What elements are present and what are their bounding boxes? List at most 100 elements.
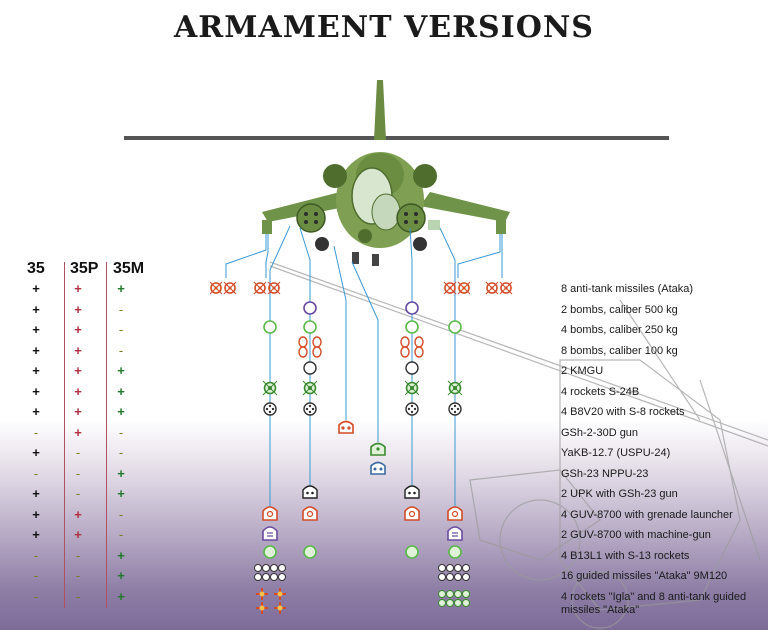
left-wheel [315, 237, 329, 251]
column-divider-2 [106, 262, 107, 608]
matrix-cell: + [117, 404, 125, 419]
left-rocket-pod [296, 203, 326, 233]
weapon-label: 2 UPK with GSh-23 gun [561, 488, 678, 500]
matrix-cell: + [32, 383, 40, 399]
right-rocket-pod [396, 203, 426, 233]
gun-turret [358, 229, 372, 243]
matrix-cell: + [117, 363, 125, 378]
matrix-cell: - [118, 506, 124, 522]
symbol-ataka-missiles [209, 281, 513, 295]
weapon-label: 4 GUV-8700 with grenade launcher [561, 508, 733, 521]
matrix-cell: + [74, 322, 82, 337]
matrix-cell: + [74, 281, 82, 296]
matrix-cell: + [32, 527, 40, 542]
matrix-cell: - [118, 527, 124, 542]
weapon-label: 4 B13L1 with S-13 rockets [561, 549, 690, 562]
symbol-s24b-rockets [262, 380, 463, 396]
symbol-bombs-250kg [263, 320, 462, 334]
matrix-cell: + [32, 301, 40, 317]
matrix-cell: + [74, 301, 82, 317]
right-wing [420, 192, 510, 222]
matrix-cell: - [33, 547, 39, 563]
matrix-cell: + [32, 363, 40, 378]
matrix-cell: + [32, 342, 40, 358]
matrix-cell: + [32, 322, 40, 337]
nose-wheel-right [372, 254, 379, 266]
right-wheel [413, 237, 427, 251]
matrix-cell: + [117, 465, 125, 481]
matrix-cell: - [33, 465, 39, 481]
matrix-cell: - [75, 445, 81, 460]
symbol-gsh-23-nppu-23 [370, 461, 386, 475]
matrix-cell: + [32, 445, 40, 460]
weapon-label: YaKB-12.7 (USPU-24) [561, 447, 671, 459]
matrix-cell: - [33, 588, 39, 604]
weapon-label: 4 rockets S-24B [561, 385, 640, 398]
matrix-cell: - [75, 568, 81, 583]
matrix-cell: + [117, 281, 125, 296]
symbol-gsh-2-30d-gun [338, 420, 354, 434]
weapon-label: GSh-23 NPPU-23 [561, 467, 649, 480]
matrix-cell: + [32, 486, 40, 501]
matrix-cell: + [74, 404, 82, 419]
weapon-label: 2 KMGU [561, 365, 604, 377]
symbol-igla-and-ataka [255, 587, 470, 615]
symbol-b8v20-pods [263, 402, 462, 416]
matrix-cell: - [118, 424, 124, 440]
matrix-cell: + [117, 547, 125, 563]
matrix-cell: + [74, 424, 82, 440]
matrix-cell: - [75, 465, 81, 481]
matrix-cell: + [117, 588, 125, 604]
matrix-cell: - [75, 588, 81, 604]
left-intake [323, 164, 347, 188]
matrix-cell: - [75, 486, 81, 501]
matrix-cell: + [32, 404, 40, 419]
column-divider-1 [64, 262, 65, 608]
column-header-35p: 35P [70, 260, 99, 277]
matrix-cell: + [117, 568, 125, 583]
symbol-guv-machine-gun [262, 526, 463, 541]
matrix-cell: - [118, 445, 124, 460]
leader-line-9 [457, 234, 501, 278]
weapon-label: 4 rockets "Igla" and 8 anti-tank guided … [561, 590, 747, 616]
symbol-yakb-12-7 [370, 442, 386, 456]
matrix-cell: - [118, 301, 124, 317]
tail-fin [374, 80, 386, 140]
matrix-cell: + [117, 383, 125, 399]
right-inner-pylon [428, 220, 440, 230]
matrix-cell: + [74, 363, 82, 378]
matrix-cell: + [74, 527, 82, 542]
matrix-cell: - [118, 342, 124, 358]
leader-line-1 [225, 234, 267, 278]
weapon-label: 2 bombs, caliber 500 kg [561, 303, 678, 316]
symbol-b13l1-pods [263, 545, 462, 559]
matrix-cell: + [32, 281, 40, 296]
weapon-label: 2 GUV-8700 with machine-gun [561, 529, 711, 541]
weapon-label: 8 bombs, caliber 100 kg [561, 344, 678, 357]
leader-line-5 [333, 245, 347, 420]
nose-wheel-left [352, 252, 359, 264]
weapon-label: GSh-2-30D gun [561, 426, 639, 439]
matrix-cell: + [74, 506, 82, 522]
rotor-blade [124, 136, 669, 140]
matrix-cell: - [33, 568, 39, 583]
leader-line-6 [351, 261, 379, 442]
column-header-35: 35 [27, 260, 45, 277]
right-intake [413, 164, 437, 188]
page-title: ARMAMENT VERSIONS [174, 10, 594, 45]
symbol-upk-pods [302, 485, 420, 499]
symbol-kmgu [303, 361, 419, 375]
symbol-guv-grenade-launcher [262, 506, 463, 521]
leader-line-8 [439, 227, 456, 510]
symbol-bombs-100kg [298, 336, 424, 358]
matrix-cell: + [117, 486, 125, 501]
column-header-35m: 35M [113, 260, 145, 277]
matrix-cell: - [33, 424, 39, 440]
weapon-label: 16 guided missiles "Ataka" 9M120 [561, 570, 728, 582]
matrix-cell: - [118, 322, 124, 337]
leader-line-3 [269, 225, 291, 510]
